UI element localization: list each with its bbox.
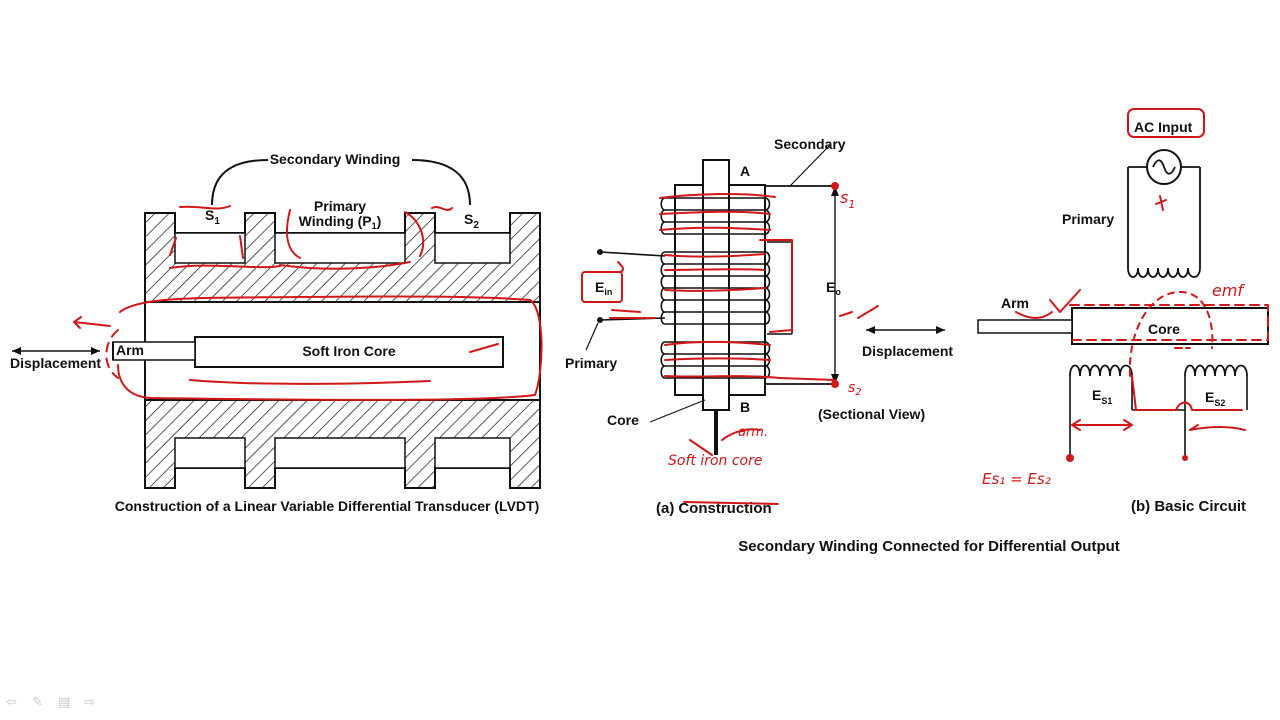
core-circuit-label: Core xyxy=(1148,321,1180,337)
secondary-coil-top xyxy=(660,197,771,235)
secondary-coil-bottom xyxy=(660,341,771,379)
back-arrow-icon[interactable]: ⇦ xyxy=(6,695,17,710)
core-circuit xyxy=(1071,307,1269,345)
primary-label-line1: Primary xyxy=(314,198,366,214)
handwritten-s1: s1 xyxy=(840,188,855,211)
soft-iron-core-label: Soft Iron Core xyxy=(302,343,396,359)
primary-circuit-label: Primary xyxy=(1062,211,1114,227)
s2-label: S2 xyxy=(464,211,479,231)
left-annotations xyxy=(73,205,543,401)
displacement-label: Displacement xyxy=(10,355,101,371)
point-a-label: A xyxy=(740,163,750,179)
displacement-arrow xyxy=(12,347,100,355)
secondary-winding-label: Secondary Winding xyxy=(270,151,401,167)
sectional-view-label: (Sectional View) xyxy=(818,406,925,422)
middle-annotations: s1 s2 arm. Soft iron core xyxy=(581,182,879,505)
slideshow-toolbar: ⇦ ✎ ▤ ⇨ xyxy=(6,696,100,710)
point-b-label: B xyxy=(740,399,750,415)
soft-iron-core xyxy=(194,336,504,368)
primary-coil xyxy=(660,251,771,325)
es1-label: ES1 xyxy=(1092,387,1112,406)
arm-circuit xyxy=(977,319,1073,334)
basic-circuit-caption: (b) Basic Circuit xyxy=(1131,498,1246,515)
primary-label-line2: Winding (P1) xyxy=(299,213,382,231)
ac-input-label: AC Input xyxy=(1134,119,1193,135)
e-o-label: Eo xyxy=(826,279,841,297)
e-in-label: Ein xyxy=(595,279,612,297)
pen-icon[interactable]: ✎ xyxy=(32,695,43,710)
handwritten-arm: arm. xyxy=(738,425,768,440)
bottom-caption: Secondary Winding Connected for Differen… xyxy=(738,538,1120,555)
right-annotations: emf Es₁ = Es₂ xyxy=(982,108,1269,488)
handwritten-equation: Es₁ = Es₂ xyxy=(982,470,1051,488)
core-rod xyxy=(702,159,730,411)
arm-circuit-label: Arm xyxy=(1001,295,1029,311)
s1-label: S1 xyxy=(205,207,220,227)
secondary-winding-brace xyxy=(211,159,471,206)
handwritten-emf: emf xyxy=(1212,281,1245,300)
lvdt-construction-diagram: Secondary Winding S1 S2 Primary Winding … xyxy=(10,151,543,514)
forward-arrow-icon[interactable]: ⇨ xyxy=(84,695,95,710)
handwritten-soft-iron-core: Soft iron core xyxy=(668,453,763,469)
secondary-label: Secondary xyxy=(774,136,846,152)
left-caption: Construction of a Linear Variable Differ… xyxy=(115,498,539,514)
es2-label: ES2 xyxy=(1205,389,1225,408)
middle-displacement-arrow xyxy=(866,326,945,334)
core-label: Core xyxy=(607,412,639,428)
lvdt-construction-view: Secondary A B Ein Eo Primary Core Displa… xyxy=(565,136,953,517)
arm-label: Arm xyxy=(116,342,144,358)
slides-icon[interactable]: ▤ xyxy=(58,695,71,710)
secondary-coil-1 xyxy=(1069,364,1133,377)
lvdt-basic-circuit: AC Input Primary Arm Core ES1 ES2 (b) Ba… xyxy=(977,108,1269,515)
displacement-label-middle: Displacement xyxy=(862,343,953,359)
handwritten-s2: s2 xyxy=(848,380,862,398)
primary-label: Primary xyxy=(565,355,617,371)
primary-coil-circuit xyxy=(1127,267,1201,278)
secondary-coil-2 xyxy=(1184,364,1248,377)
